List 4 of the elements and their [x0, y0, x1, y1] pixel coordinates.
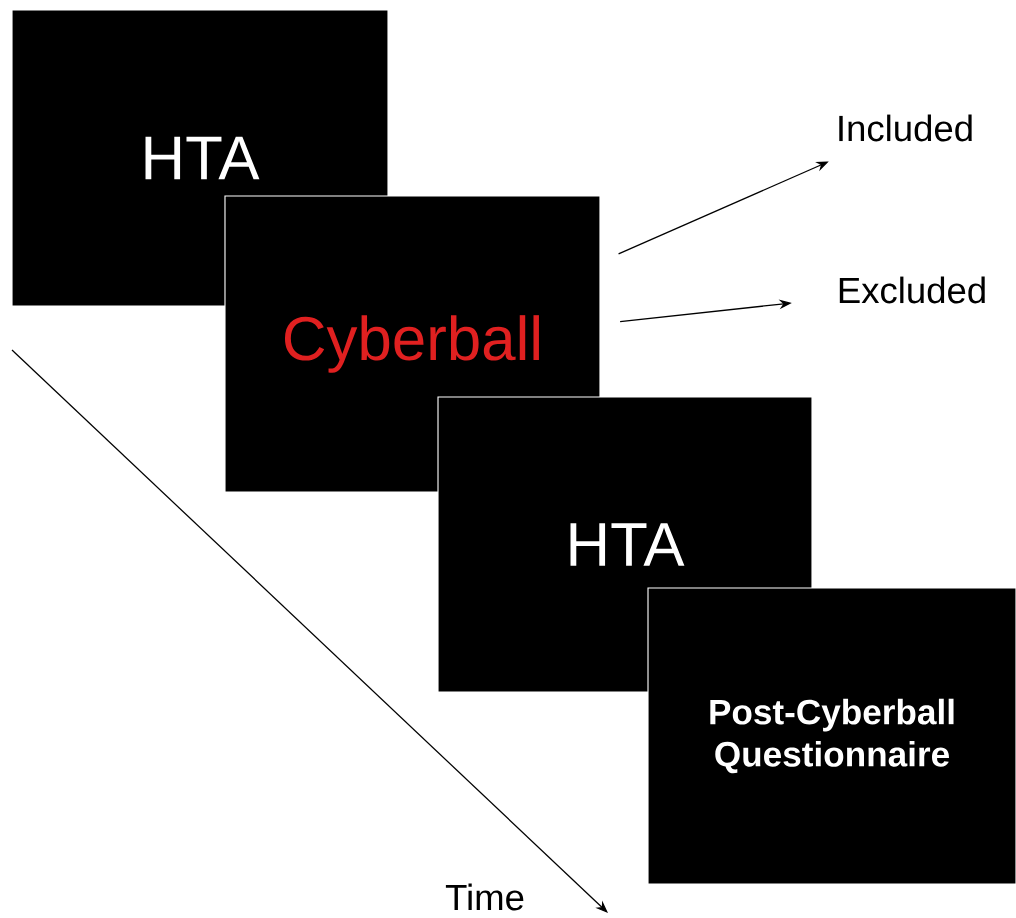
outcome-label: Excluded: [839, 276, 985, 304]
time-label: Time: [445, 883, 524, 911]
outcome-label: Included: [839, 114, 972, 142]
screen-box: Post-Cyberball Questionnaire: [647, 587, 1016, 885]
